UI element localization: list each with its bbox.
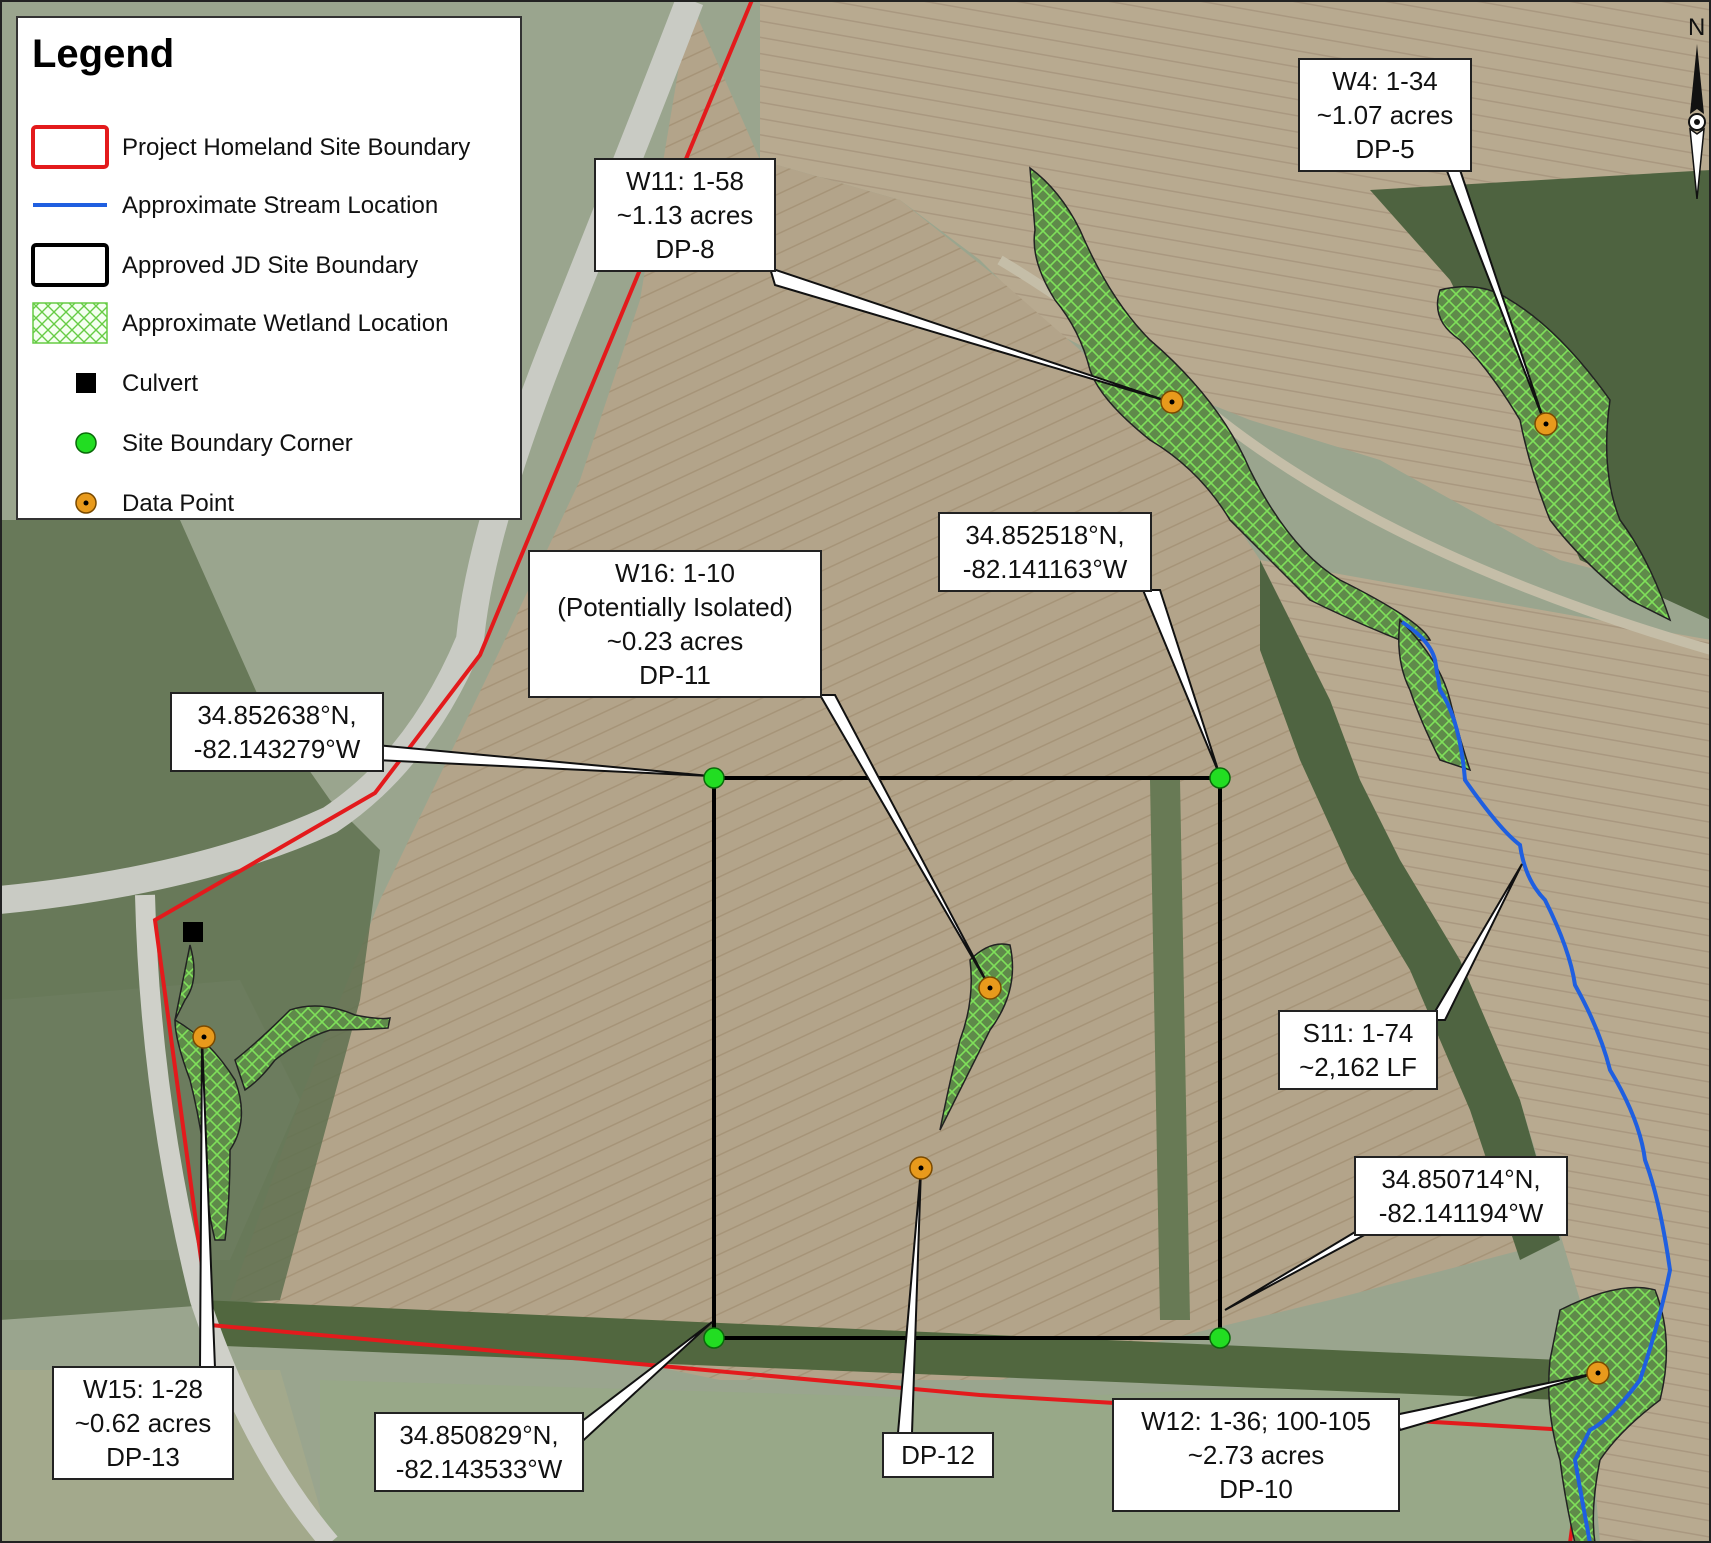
legend-label: Data Point <box>122 490 235 517</box>
callout-line: -82.141163°W <box>962 554 1128 584</box>
callout-w11[interactable]: W11: 1-58 ~1.13 acres DP-8 <box>594 158 776 272</box>
red-outline-box-icon <box>31 125 109 169</box>
blue-line-icon <box>33 203 107 207</box>
callout-line: DP-12 <box>901 1440 975 1470</box>
callout-line: W16: 1-10 <box>615 558 735 588</box>
legend-label: Culvert <box>122 370 199 397</box>
callout-leaders <box>198 139 1597 1450</box>
callout-line: -82.141194°W <box>1378 1198 1544 1228</box>
callout-line: S11: 1-74 <box>1302 1018 1414 1048</box>
callout-corner-sw[interactable]: 34.850829°N, -82.143533°W <box>374 1412 584 1492</box>
site-boundary-corners <box>703 767 1231 1349</box>
callout-line: DP-13 <box>106 1442 180 1472</box>
legend-label: Project Homeland Site Boundary <box>122 134 471 161</box>
callout-line: W11: 1-58 <box>625 166 744 196</box>
black-outline-box-icon <box>31 243 109 287</box>
callout-line: ~2,162 LF <box>1299 1052 1417 1082</box>
callout-line: ~0.62 acres <box>74 1408 212 1438</box>
green-crosshatch-icon <box>32 302 108 344</box>
orange-dot-icon <box>75 492 97 514</box>
callout-line: DP-5 <box>1355 134 1415 164</box>
map-legend: Legend Project Homeland Site Boundary Ap… <box>16 16 522 520</box>
wetland-w11 <box>1029 166 1432 641</box>
corner-ne[interactable] <box>1209 767 1231 789</box>
black-square-icon <box>76 373 96 393</box>
data-point-dp13[interactable] <box>192 1025 216 1049</box>
corner-nw[interactable] <box>703 767 725 789</box>
legend-item-data-point: Data Point <box>18 478 520 528</box>
callout-line: W15: 1-28 <box>83 1374 203 1404</box>
callout-corner-se[interactable]: 34.850714°N, -82.141194°W <box>1354 1156 1568 1236</box>
north-arrow-icon <box>1688 44 1706 199</box>
callout-line: 34.850829°N, <box>399 1420 559 1450</box>
legend-item-culvert: Culvert <box>18 358 520 408</box>
legend-item-jd-boundary: Approved JD Site Boundary <box>18 240 520 290</box>
legend-title: Legend <box>32 32 175 76</box>
wetland-s11-upper <box>1398 618 1472 772</box>
callout-w16[interactable]: W16: 1-10 (Potentially Isolated) ~0.23 a… <box>528 550 822 698</box>
callout-dp12[interactable]: DP-12 <box>882 1432 994 1478</box>
north-letter: N <box>1688 14 1706 41</box>
callout-line: DP-8 <box>655 234 715 264</box>
corner-se[interactable] <box>1209 1327 1231 1349</box>
callout-line: ~1.07 acres <box>1316 100 1454 130</box>
legend-label: Approximate Stream Location <box>122 192 439 219</box>
tree-line-stream <box>1260 560 1560 1260</box>
wetland-w15 <box>174 944 391 1241</box>
project-site-boundary <box>152 0 1588 1543</box>
data-point-dp5[interactable] <box>1534 412 1558 436</box>
callout-corner-ne[interactable]: 34.852518°N, -82.141163°W <box>938 512 1152 592</box>
callout-line: 34.850714°N, <box>1381 1164 1541 1194</box>
callout-w4[interactable]: W4: 1-34 ~1.07 acres DP-5 <box>1298 58 1472 172</box>
legend-label: Approved JD Site Boundary <box>122 252 419 279</box>
callout-line: ~1.13 acres <box>616 200 754 230</box>
tree-line-south <box>200 1300 1560 1400</box>
culvert-marker[interactable] <box>183 922 203 942</box>
field-north <box>760 0 1711 600</box>
callout-line: 34.852518°N, <box>965 520 1125 550</box>
callout-line: W4: 1-34 <box>1332 66 1438 96</box>
stream-s11[interactable] <box>1400 620 1673 1543</box>
callout-w12[interactable]: W12: 1-36; 100-105 ~2.73 acres DP-10 <box>1112 1398 1400 1512</box>
wetland-w4 <box>1436 285 1672 622</box>
legend-item-stream: Approximate Stream Location <box>18 180 520 230</box>
data-point-dp11[interactable] <box>978 976 1002 1000</box>
side-road <box>135 894 338 1543</box>
callout-line: (Potentially Isolated) <box>557 592 793 622</box>
green-dot-icon <box>75 432 97 454</box>
jd-site-boundary <box>712 776 1222 1340</box>
callout-line: -82.143533°W <box>395 1454 563 1484</box>
callout-line: W12: 1-36; 100-105 <box>1141 1406 1371 1436</box>
callout-line: 34.852638°N, <box>197 700 357 730</box>
callout-corner-nw[interactable]: 34.852638°N, -82.143279°W <box>170 692 384 772</box>
field-central <box>230 0 1560 1380</box>
data-points <box>192 390 1610 1385</box>
data-point-dp10[interactable] <box>1586 1361 1610 1385</box>
legend-item-corner: Site Boundary Corner <box>18 418 520 468</box>
legend-label: Site Boundary Corner <box>122 430 353 457</box>
corner-sw[interactable] <box>703 1327 725 1349</box>
legend-item-wetland: Approximate Wetland Location <box>18 298 520 348</box>
callout-s11[interactable]: S11: 1-74 ~2,162 LF <box>1278 1010 1438 1090</box>
callout-line: -82.143279°W <box>193 734 361 764</box>
legend-label: Approximate Wetland Location <box>122 310 449 337</box>
data-point-dp12[interactable] <box>909 1156 933 1180</box>
data-point-dp8[interactable] <box>1160 390 1184 414</box>
legend-item-project-boundary: Project Homeland Site Boundary <box>18 122 520 172</box>
callout-line: ~0.23 acres <box>606 626 744 656</box>
tree-line-field <box>1150 780 1190 1320</box>
callout-w15[interactable]: W15: 1-28 ~0.62 acres DP-13 <box>52 1366 234 1480</box>
callout-line: DP-10 <box>1219 1474 1293 1504</box>
callout-line: ~2.73 acres <box>1187 1440 1325 1470</box>
callout-line: DP-11 <box>639 660 711 690</box>
